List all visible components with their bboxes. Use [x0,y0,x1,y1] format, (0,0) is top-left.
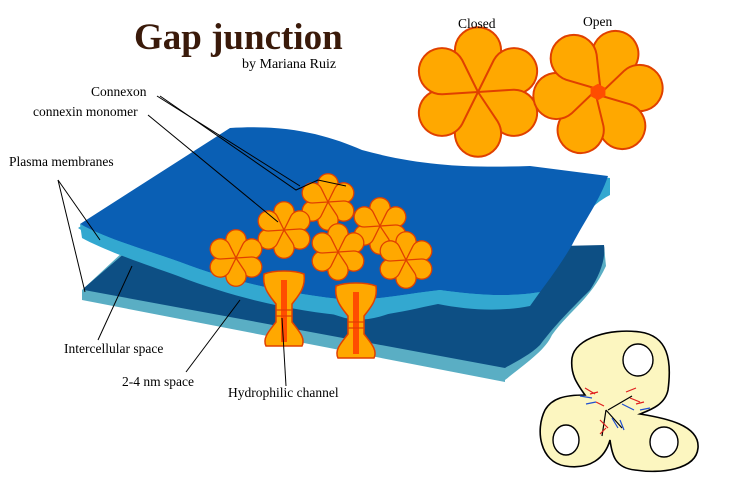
cells-illustration [539,330,699,473]
page-title: Gap junction [134,17,343,58]
author-byline: by Mariana Ruiz [242,57,337,72]
nm-space-label: 2-4 nm space [122,374,194,389]
connexon-channels [262,270,378,359]
plasma-membranes-label: Plasma membranes [9,154,114,169]
leader-lines [57,95,347,387]
cell-nucleus [552,424,580,456]
connexin-monomer-label: connexin monomer [33,104,138,119]
closed-state-label: Closed [458,16,496,31]
ion-flow-arrows [579,387,651,435]
cell-nucleus [649,426,679,458]
hydrophilic-channel-label: Hydrophilic channel [228,385,339,400]
channel-connexon [262,270,306,347]
open-connexon-icon [528,23,668,161]
cell-nucleus [622,343,654,377]
channel-connexon [334,282,378,359]
upper-membrane-front-edge [80,224,540,317]
open-state-label: Open [583,14,613,29]
intercellular-space-label: Intercellular space [64,341,164,356]
closed-connexon-icon [409,26,547,158]
connexon-label: Connexon [91,84,147,99]
